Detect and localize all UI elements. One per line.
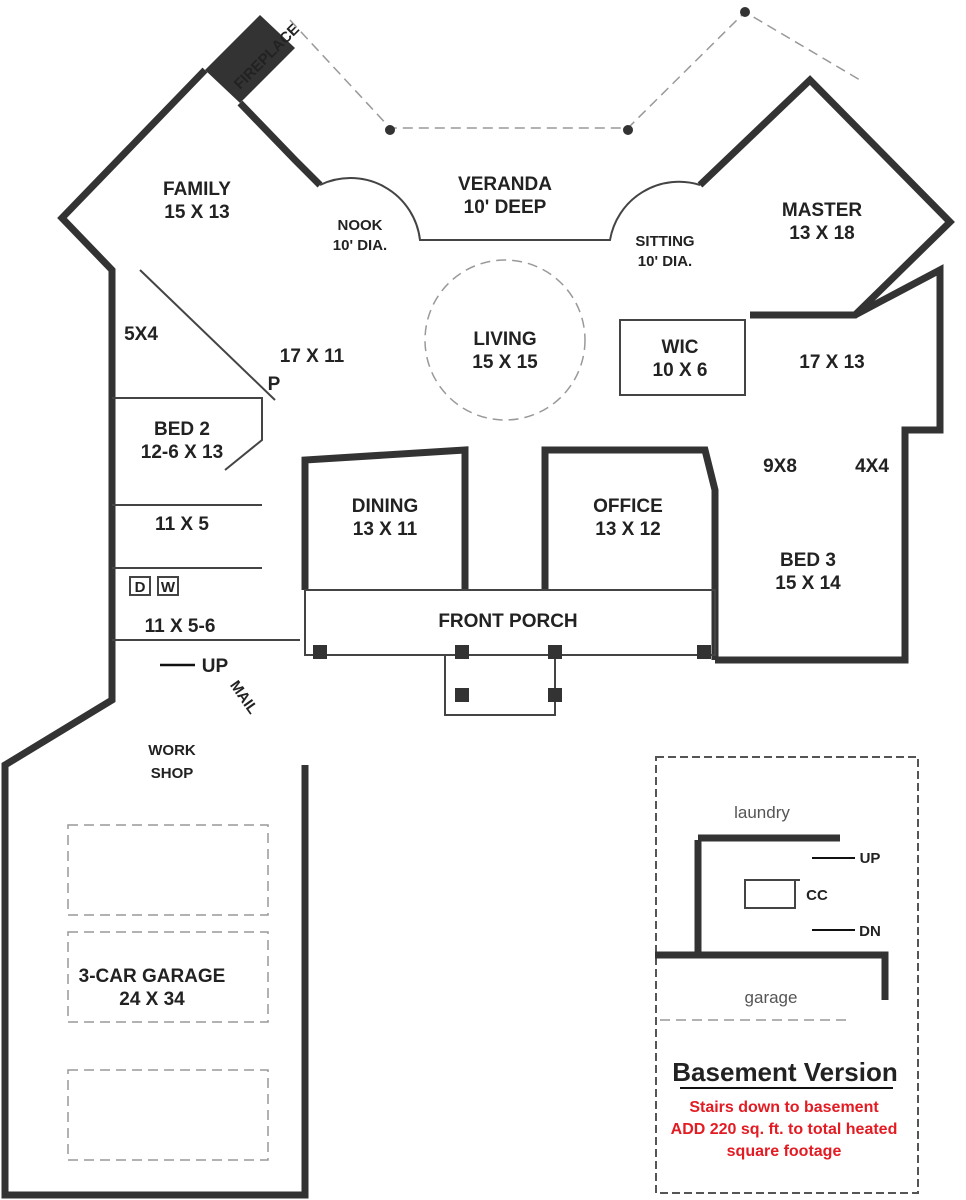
- living-ceiling: [424, 259, 586, 421]
- workshop-label-2: SHOP: [151, 765, 194, 782]
- workshop-label: WORK: [148, 742, 196, 759]
- nook-size: 10' DIA.: [333, 237, 387, 254]
- basement-inset: laundry UP CC DN garage Basement Version…: [655, 756, 919, 1194]
- kitchen-size: 17 X 11: [280, 346, 345, 367]
- wic-label: WIC: [662, 337, 699, 358]
- bed3-label: BED 3: [780, 550, 836, 571]
- family-label: FAMILY: [163, 179, 231, 200]
- mail-label: MAIL: [226, 678, 261, 718]
- garage-size: 24 X 34: [119, 989, 185, 1010]
- sitting-size: 10' DIA.: [638, 253, 692, 270]
- nook-label: NOOK: [338, 217, 383, 234]
- stairs-up-label: UP: [202, 656, 229, 677]
- basement-laundry-label: laundry: [734, 803, 790, 822]
- master-size: 13 X 18: [789, 223, 855, 244]
- family-wall: [237, 100, 323, 188]
- washer-label: W: [161, 579, 176, 596]
- basement-note-3: square footage: [727, 1143, 842, 1160]
- dining-size: 13 X 11: [353, 519, 418, 540]
- laundry-size: 11 X 5-6: [145, 616, 216, 637]
- dining-label: DINING: [352, 496, 419, 517]
- family-outer-wall: [57, 67, 208, 290]
- basement-dn-label: DN: [859, 923, 881, 940]
- bed2-size: 12-6 X 13: [141, 442, 223, 463]
- master-bath-size: 17 X 13: [799, 352, 865, 373]
- basement-note-2: ADD 220 sq. ft. to total heated: [671, 1121, 898, 1138]
- bath-9x8-label: 9X8: [763, 456, 797, 477]
- dryer-label: D: [135, 579, 146, 596]
- basement-cc-label: CC: [806, 887, 828, 904]
- master-wall: [697, 75, 955, 319]
- veranda-size: 10' DEEP: [464, 197, 547, 218]
- basement-up-label: UP: [860, 850, 881, 867]
- right-outer-wall: [715, 264, 944, 664]
- office-wall: [541, 446, 719, 660]
- closet-4x4-label: 4X4: [855, 456, 889, 477]
- family-size: 15 X 13: [164, 202, 230, 223]
- left-outer-wall: [1, 290, 309, 1199]
- living-label: LIVING: [473, 329, 536, 350]
- front-porch-label: FRONT PORCH: [438, 611, 577, 632]
- wic-size: 10 X 6: [653, 360, 708, 381]
- basement-title: Basement Version: [672, 1057, 897, 1087]
- master-label: MASTER: [782, 200, 863, 221]
- sitting-label: SITTING: [635, 233, 694, 250]
- pantry-label: P: [268, 374, 281, 395]
- office-size: 13 X 12: [595, 519, 661, 540]
- living-size: 15 X 15: [472, 352, 538, 373]
- basement-note-1: Stairs down to basement: [689, 1099, 879, 1116]
- bed2-label: BED 2: [154, 419, 210, 440]
- fireplace: [205, 15, 295, 103]
- office-label: OFFICE: [593, 496, 663, 517]
- nook-sitting-bays: [319, 177, 701, 241]
- garage-label: 3-CAR GARAGE: [79, 966, 226, 987]
- dining-wall: [301, 446, 469, 590]
- bed3-size: 15 X 14: [775, 573, 841, 594]
- bath-11x5-label: 11 X 5: [155, 514, 209, 535]
- basement-garage-label: garage: [745, 988, 798, 1007]
- veranda-label: VERANDA: [458, 174, 552, 195]
- closet-5x4-label: 5X4: [124, 324, 158, 345]
